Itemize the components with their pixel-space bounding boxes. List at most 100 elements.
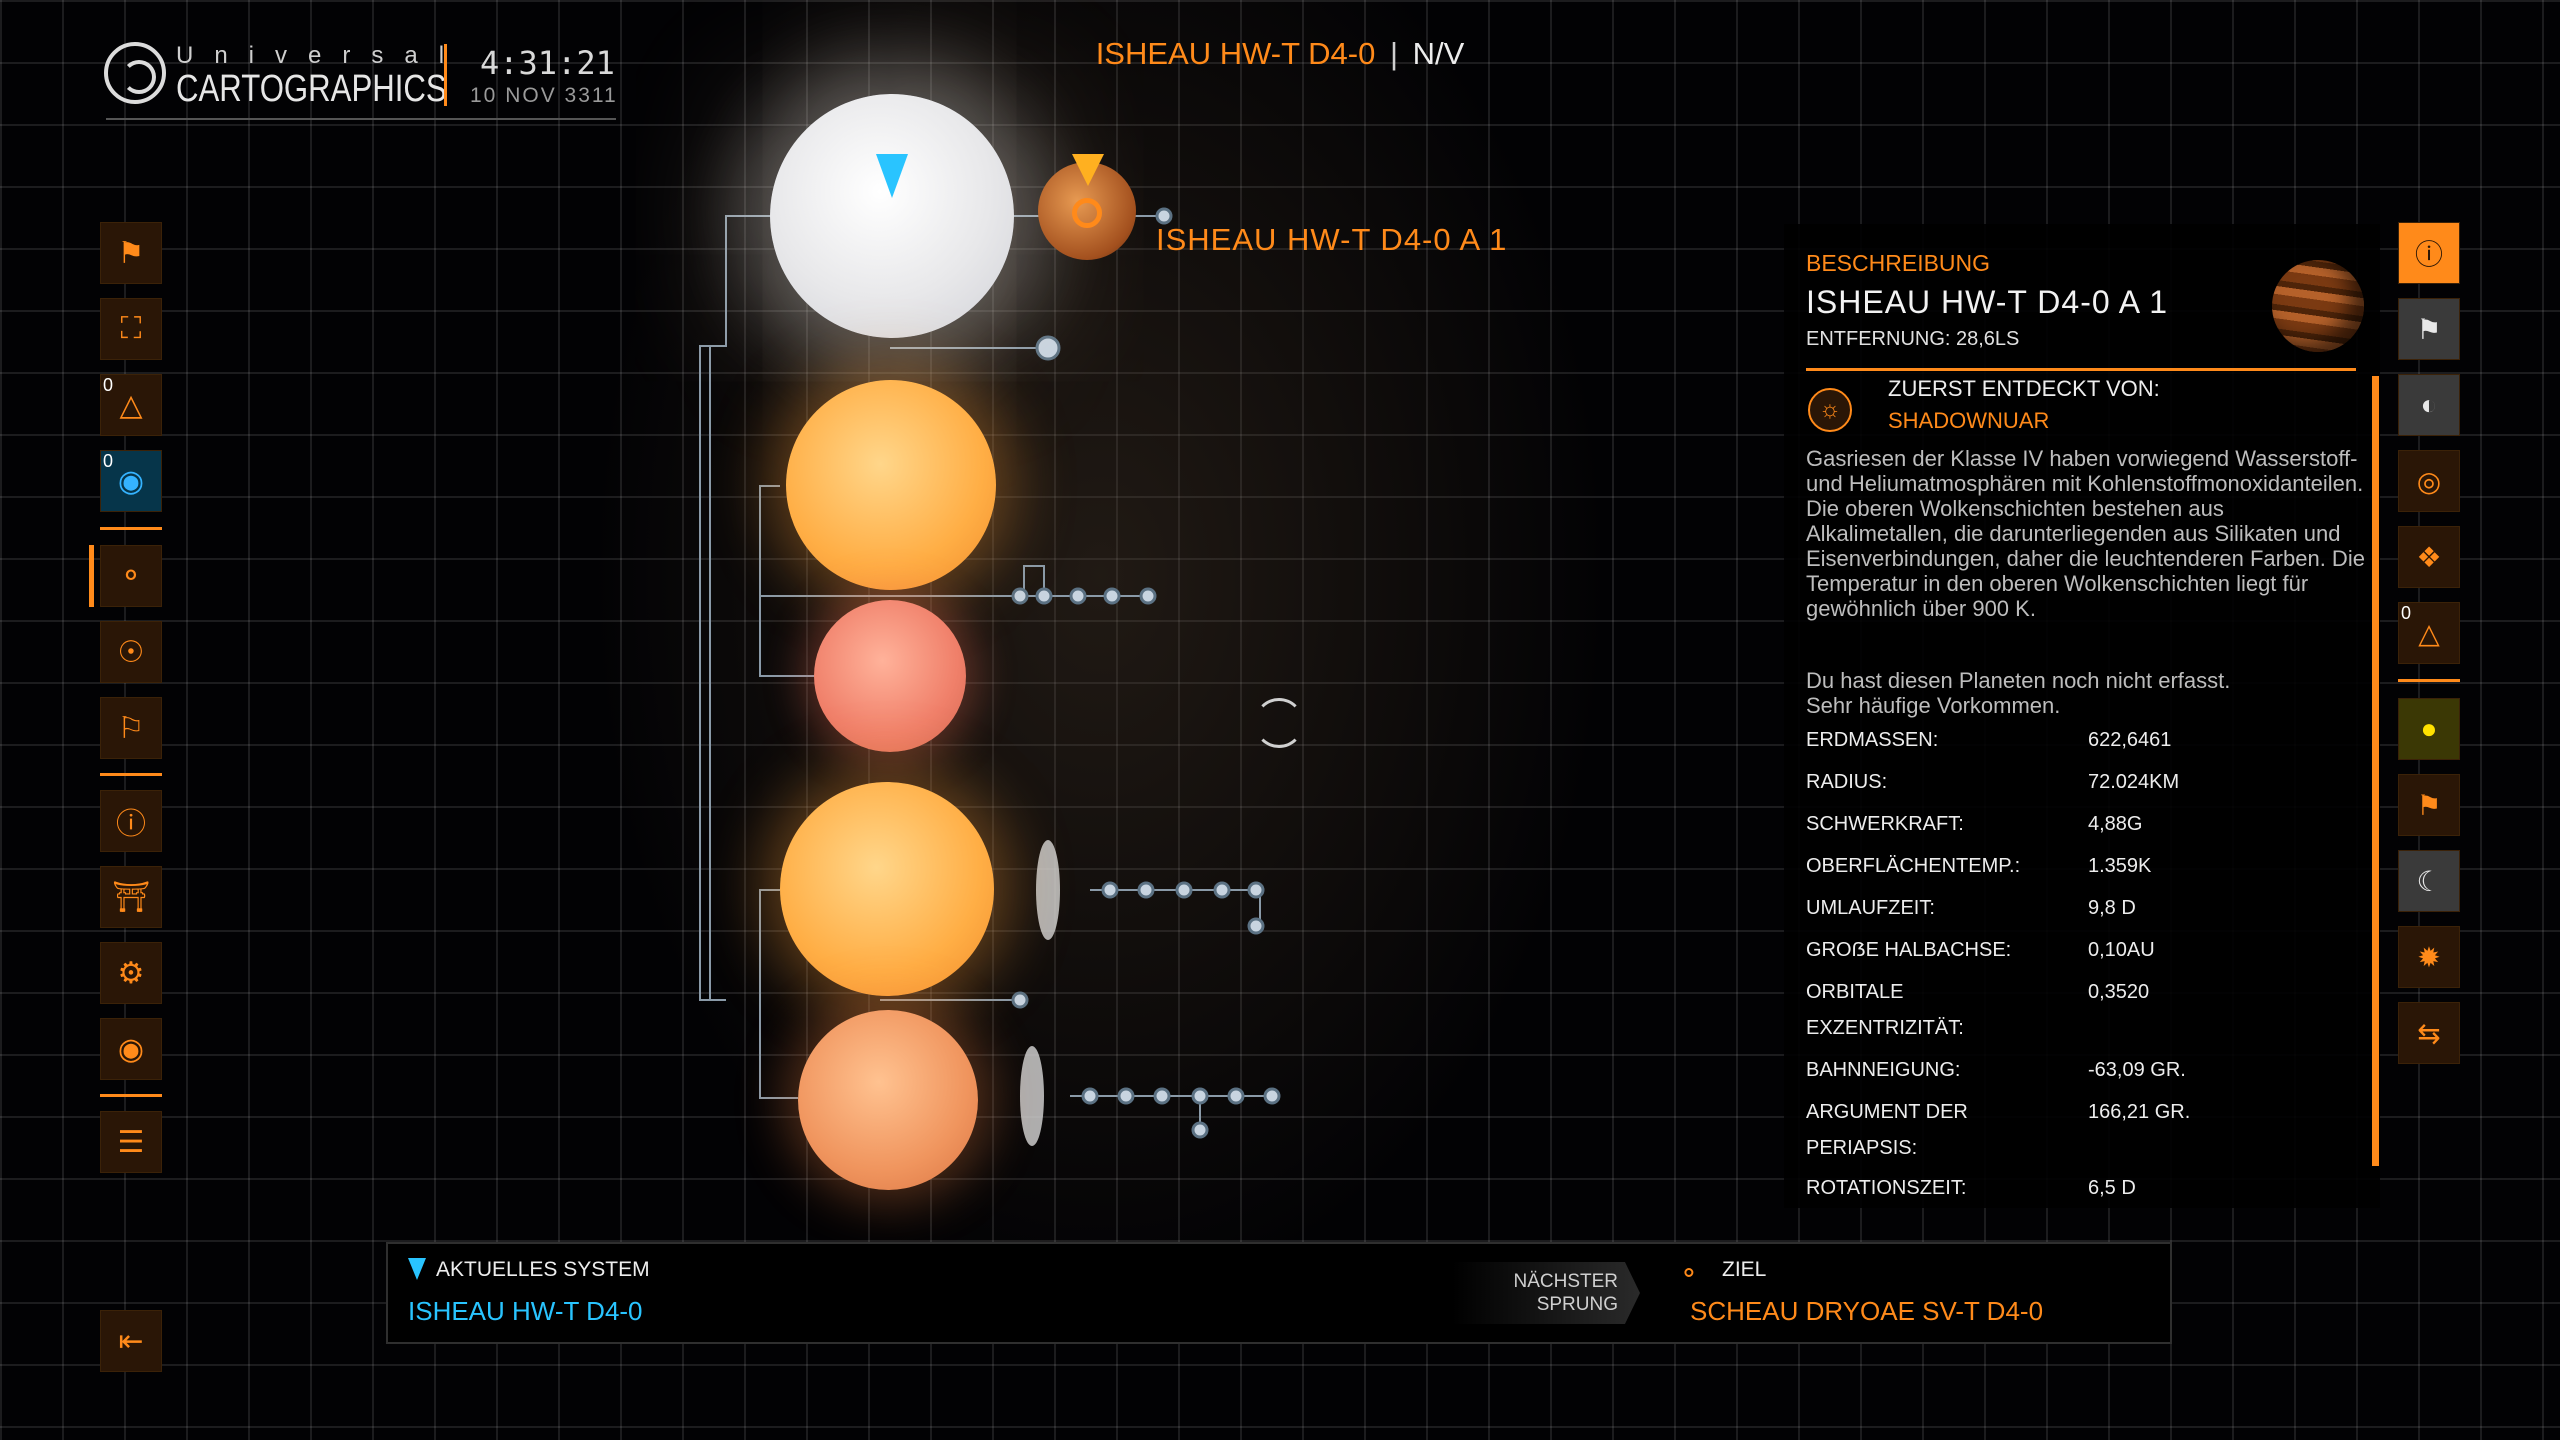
flag-button[interactable]: ⚑ (2398, 298, 2460, 360)
planet-zone-button[interactable]: ◐ (2398, 374, 2460, 436)
cargo-icon: △ (2418, 617, 2440, 649)
settings-button[interactable]: ⚙ (100, 942, 162, 1004)
game-time: 4:31:21 (480, 44, 615, 82)
info-icon: ⓘ (116, 808, 146, 841)
cartographics-emblem-icon (104, 42, 166, 104)
planet-scan-icon: ☉ (117, 635, 145, 669)
exit-button[interactable]: ⇤ (100, 1310, 162, 1372)
stat-value: 72.024KM (2088, 771, 2180, 793)
stat-label: EXZENTRIZITÄT: (1806, 1017, 1964, 1039)
bank-button[interactable]: ⛩ (100, 866, 162, 928)
left-nav-divider (100, 527, 162, 530)
scan-icon: ✹ (2417, 941, 2441, 973)
star-b-companion[interactable] (814, 600, 966, 752)
stat-label: UMLAUFZEIT: (1806, 897, 1935, 919)
logo-divider (444, 44, 447, 106)
route-bar: AKTUELLES SYSTEM ISHEAU HW-T D4-0 NÄCHST… (386, 1242, 2172, 1344)
outfitting-button[interactable]: ⛶ (100, 298, 162, 360)
stat-label: RADIUS: (1806, 771, 1888, 793)
current-system-value[interactable]: ISHEAU HW-T D4-0 (408, 1296, 643, 1326)
stat-label: ARGUMENT DER (1806, 1101, 1968, 1123)
gear-icon: ⚙ (117, 956, 145, 990)
current-system-label: AKTUELLES SYSTEM (436, 1258, 650, 1281)
header-underline (106, 118, 616, 120)
info-divider (1806, 368, 2356, 371)
globe-icon: ◉ (117, 464, 145, 498)
target-system-value[interactable]: SCHEAU DRYOAE SV-T D4-0 (1690, 1296, 2044, 1326)
route-target-icon: ⚬ (1678, 1258, 1700, 1288)
planet-zone-icon: ◐ (2420, 389, 2438, 420)
selection-ring (1072, 198, 1102, 228)
bookmark-button[interactable]: ⚑ (100, 222, 162, 284)
body-description: Gasriesen der Klasse IV haben vorwiegend… (1806, 446, 2365, 621)
globe-button[interactable]: 0◉ (100, 450, 162, 512)
swap-button[interactable]: ⇆ (2398, 1002, 2460, 1064)
logo-text-bottom: CARTOGRAPHICS (176, 68, 447, 110)
left-nav-active-indicator (89, 545, 94, 607)
cargo-button[interactable]: 0△ (100, 374, 162, 436)
info-button[interactable]: ⓘ (100, 790, 162, 852)
game-date: 10 NOV 3311 (470, 84, 618, 107)
stat-label: ERDMASSEN: (1806, 729, 1939, 751)
info-heading: BESCHREIBUNG (1806, 250, 1991, 276)
target-button[interactable]: ◎ (2398, 450, 2460, 512)
list-icon: ☰ (117, 1125, 145, 1159)
location-pin-button[interactable]: ● (2398, 698, 2460, 760)
cursor-reticle-icon (1254, 698, 1304, 748)
flag-icon: ⚑ (2416, 313, 2442, 345)
next-jump-label: NÄCHSTER SPRUNG (1468, 1270, 1618, 1316)
star-a[interactable] (770, 94, 1014, 338)
body-info-icon: ⓘ (2414, 239, 2443, 270)
next-jump-indicator: NÄCHSTER SPRUNG (1452, 1262, 1640, 1324)
stat-label: SCHWERKRAFT: (1806, 813, 1964, 835)
bookmark-plus-button[interactable]: ⚑ (2398, 774, 2460, 836)
exit-icon: ⇤ (118, 1324, 144, 1358)
stat-value: 9,8 D (2088, 897, 2136, 919)
pin-button[interactable]: ◉ (100, 1018, 162, 1080)
star-c-companion[interactable] (798, 1010, 978, 1190)
dna-button[interactable]: ❖ (2398, 526, 2460, 588)
stat-label: ROTATIONSZEIT: (1806, 1177, 1967, 1199)
target-icon: ◎ (2416, 465, 2442, 497)
discovered-by-name: SHADOWNUAR (1888, 408, 2050, 433)
cargo-count: 0 (2401, 603, 2412, 623)
scan-button[interactable]: ✹ (2398, 926, 2460, 988)
current-system-marker-icon (408, 1258, 426, 1280)
right-nav-divider (2398, 679, 2460, 682)
outfitting-icon: ⛶ (120, 312, 142, 345)
location-pin-icon: ● (2420, 713, 2438, 744)
stat-value: 0,3520 (2088, 981, 2150, 1003)
flag-button[interactable]: ⚐ (100, 697, 162, 759)
globe-count: 0 (103, 451, 114, 471)
planet-scan-button[interactable]: ☉ (100, 621, 162, 683)
cargo-button[interactable]: 0△ (2398, 602, 2460, 664)
stat-label: BAHNNEIGUNG: (1806, 1059, 1961, 1081)
star-b[interactable] (786, 380, 996, 590)
universal-cartographics-logo: Universal CARTOGRAPHICS 4:31:21 10 NOV 3… (100, 38, 620, 120)
system-status: N/V (1412, 36, 1465, 71)
star-c[interactable] (780, 782, 994, 996)
discovered-by-label: ZUERST ENTDECKT VON: (1888, 376, 2160, 401)
selected-body-label: ISHEAU HW-T D4-0 A 1 (1156, 222, 1508, 257)
info-scrollbar[interactable] (2372, 376, 2379, 1166)
pin-icon: ◉ (117, 1032, 145, 1066)
moon-button[interactable]: ☾ (2398, 850, 2460, 912)
selected-body-marker-icon (1072, 154, 1104, 186)
stat-value: 4,88G (2088, 813, 2143, 835)
discoverer-icon: ☼ (1808, 388, 1852, 432)
route-icon: ⚬ (118, 559, 144, 593)
system-name: ISHEAU HW-T D4-0 (1095, 36, 1376, 71)
cargo-count: 0 (103, 375, 114, 395)
stat-label: ORBITALE (1806, 981, 1904, 1003)
body-info-button[interactable]: ⓘ (2398, 222, 2460, 284)
list-button[interactable]: ☰ (100, 1111, 162, 1173)
stat-value: 622,6461 (2088, 729, 2172, 751)
next-jump-line1: NÄCHSTER (1513, 1271, 1618, 1292)
target-system-label: ZIEL (1722, 1258, 1767, 1281)
bookmark-plus-icon: ⚑ (2416, 789, 2442, 821)
route-button[interactable]: ⚬ (100, 545, 162, 607)
planet-thumbnail (2272, 260, 2364, 352)
current-location-marker-icon (876, 154, 908, 198)
body-name: ISHEAU HW-T D4-0 A 1 (1806, 284, 2169, 320)
stat-value: 166,21 GR. (2088, 1101, 2191, 1123)
